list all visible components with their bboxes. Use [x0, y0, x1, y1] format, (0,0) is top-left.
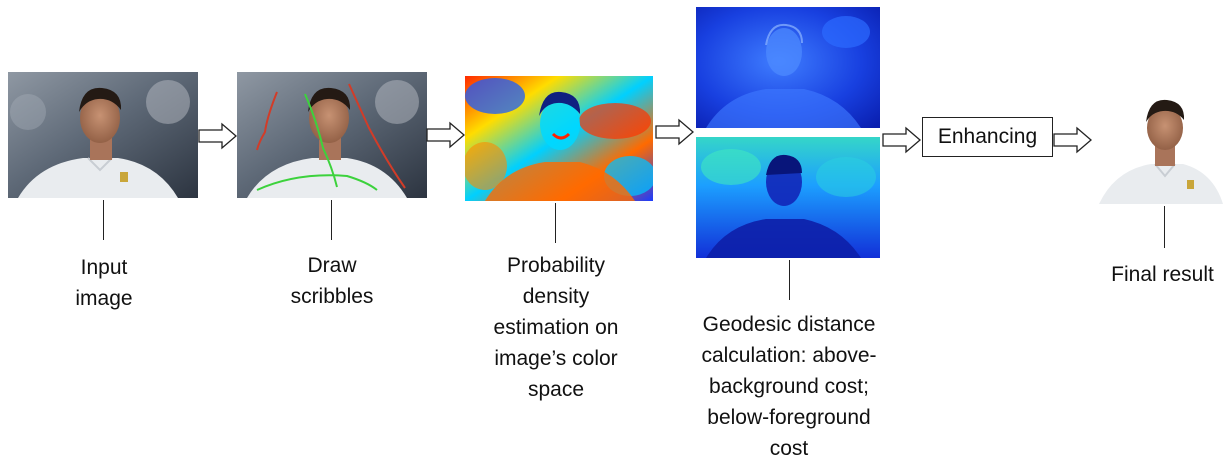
background-scribble-right	[348, 83, 406, 189]
arrow-1-icon	[198, 122, 237, 150]
density-image	[465, 76, 653, 201]
input-image	[8, 72, 198, 198]
input-label: Input image	[75, 256, 133, 310]
enhancing-box: Enhancing	[922, 117, 1053, 157]
density-connector	[555, 203, 556, 243]
geodesic-foreground-image	[696, 137, 880, 258]
background-scribble-left	[256, 91, 278, 151]
arrow-4-icon	[882, 126, 921, 154]
final-result-image	[1095, 92, 1225, 204]
arrow-5-icon	[1053, 126, 1092, 154]
density-label: Probability density estimation on image’…	[493, 254, 619, 401]
geodesic-connector	[789, 260, 790, 300]
input-connector	[103, 200, 104, 240]
scribbles-image	[237, 72, 427, 198]
final-label: Final result	[1111, 263, 1214, 286]
enhancing-label: Enhancing	[937, 125, 1038, 148]
scribbles-connector	[331, 200, 332, 240]
arrow-2-icon	[426, 121, 465, 149]
scribbles-label: Draw scribbles	[290, 254, 374, 308]
final-connector	[1164, 206, 1165, 248]
foreground-scribble	[256, 93, 378, 191]
geodesic-background-image	[696, 7, 880, 128]
geodesic-label: Geodesic distance calculation: above- ba…	[701, 313, 877, 460]
arrow-3-icon	[655, 118, 694, 146]
